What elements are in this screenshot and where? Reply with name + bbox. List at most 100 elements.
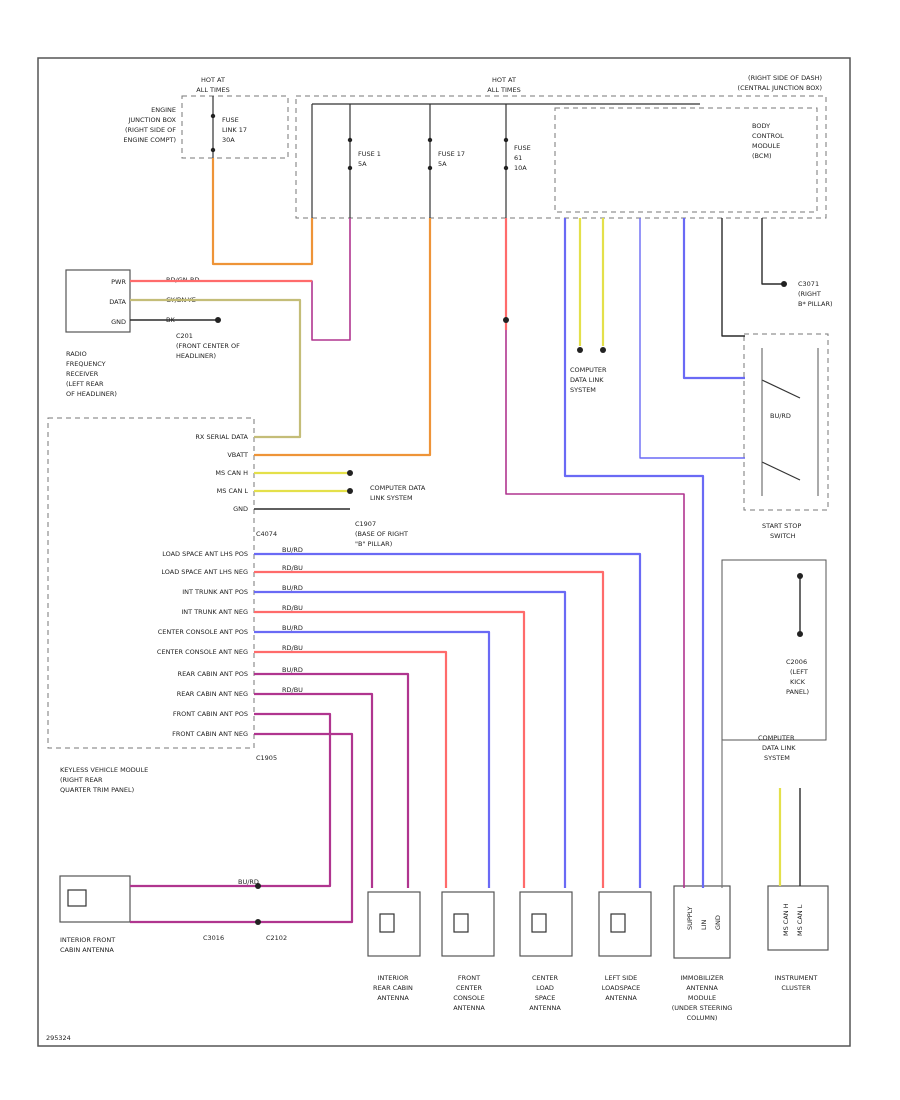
c2006-bot <box>797 631 803 637</box>
wire-front-cabin-neg <box>130 732 354 924</box>
c3071-desc1: (RIGHT <box>798 290 821 298</box>
rf-name-2: FREQUENCY <box>66 360 106 368</box>
ant-left-1: LEFT SIDE <box>605 974 638 982</box>
wire-kvm-ant-2 <box>254 590 567 888</box>
immob-pin-1: LIN <box>700 919 708 930</box>
fuse61-splice <box>503 317 509 323</box>
ant-load-2: LOAD <box>536 984 554 992</box>
start-stop-2: SWITCH <box>770 532 796 540</box>
wire-code-2: BU/RD <box>282 584 303 592</box>
diagram-frame <box>37 57 851 1047</box>
antenna-coil-rear <box>379 913 395 933</box>
kvm-pin-1: VBATT <box>227 451 248 459</box>
cdl-mid-a <box>577 347 583 353</box>
wire-code-3: RD/BU <box>282 604 303 612</box>
radio-frequency-receiver: PWR DATA GND RADIO FREQUENCY RECEIVER (L… <box>65 269 240 398</box>
wire-kvm-ant-4 <box>254 630 491 888</box>
ant-console-3: CONSOLE <box>453 994 485 1002</box>
connector-c4074: C4074 <box>256 530 277 538</box>
kvm-cdl-1: COMPUTER DATA <box>370 484 426 492</box>
immob-pin-2: GND <box>714 915 722 930</box>
fuse-link-line3: 30A <box>222 136 235 144</box>
engine-jb-line3: (RIGHT SIDE OF <box>125 126 176 134</box>
kvm-pin-10: CENTER CONSOLE ANT NEG <box>157 648 248 656</box>
connector-c2102: C2102 <box>266 934 287 942</box>
ic-1: INSTRUMENT <box>775 974 818 982</box>
start-stop-1: START STOP <box>762 522 801 530</box>
fuse-link-terminal-2 <box>210 147 216 153</box>
wire-kvm-ant-1 <box>254 570 605 888</box>
kvm-pin-9: CENTER CONSOLE ANT POS <box>158 628 248 636</box>
fuse61-num: 61 <box>514 154 522 162</box>
ant-rear-3: ANTENNA <box>377 994 409 1002</box>
ant-left-3: ANTENNA <box>605 994 637 1002</box>
kvm-pin-7: INT TRUNK ANT POS <box>182 588 248 596</box>
wire-rf-pwr <box>130 218 351 341</box>
immob-4: (UNDER STEERING <box>672 1004 733 1012</box>
splice-c3016-a <box>255 883 261 889</box>
bcm-outline <box>554 107 818 213</box>
wire-code-6: BU/RD <box>282 666 303 674</box>
c1907l-wire: BU/RD <box>238 878 259 886</box>
wire-code-4: BU/RD <box>282 624 303 632</box>
ic-pin-1: MS CAN L <box>796 904 804 936</box>
antenna-box-console <box>441 891 495 957</box>
hot-label-left-1: HOT AT <box>201 76 225 84</box>
antenna-box-load <box>519 891 573 957</box>
antenna-box-rear <box>367 891 421 957</box>
kvm-cdl-a <box>347 470 353 476</box>
kvm-pin-6: LOAD SPACE ANT LHS NEG <box>161 568 248 576</box>
cdl-mid-2: DATA LINK <box>570 376 604 384</box>
wire-code-1: RD/BU <box>282 564 303 572</box>
antenna-coil-left <box>610 913 626 933</box>
connector-c3016: C3016 <box>203 934 224 942</box>
immob-pin-0: SUPPLY <box>686 907 694 930</box>
wire-code-7: RD/BU <box>282 686 303 694</box>
kvm-pin-3: MS CAN L <box>217 487 249 495</box>
rear-jb-line1: (RIGHT SIDE OF DASH) <box>748 74 822 82</box>
wire-fuse-link <box>211 158 314 266</box>
bcm-line1: BODY <box>752 122 770 130</box>
kvm-name-1: KEYLESS VEHICLE MODULE <box>60 766 148 774</box>
c2006-label: C2006 <box>786 658 807 666</box>
figure-id: 295324 <box>46 1034 71 1042</box>
cdl-ic-1: COMPUTER <box>758 734 795 742</box>
immob-2: ANTENNA <box>686 984 718 992</box>
c2006-desc2: KICK <box>790 678 806 686</box>
wire-kvm-vbatt <box>254 218 432 457</box>
kvm-name-3: QUARTER TRIM PANEL) <box>60 786 134 794</box>
fuse-link-terminal <box>210 113 216 119</box>
c201-ground <box>215 317 221 323</box>
c201-desc1: (FRONT CENTER OF <box>176 342 240 350</box>
c2006-top <box>797 573 803 579</box>
hot-label-mid-2: ALL TIMES <box>487 86 520 94</box>
c1907-desc2: "B" PILLAR) <box>355 540 392 548</box>
ant-front-2: CABIN ANTENNA <box>60 946 114 954</box>
wire-bcm-gnd <box>721 218 745 337</box>
ant-load-1: CENTER <box>532 974 559 982</box>
c2006-frame <box>721 559 827 741</box>
engine-jb-line1: ENGINE <box>151 106 176 114</box>
central-junction-box: HOT AT ALL TIMES (RIGHT SIDE OF DASH) (C… <box>295 74 827 219</box>
immob-3: MODULE <box>688 994 716 1002</box>
cdl-ic-3: SYSTEM <box>764 754 790 762</box>
fuse1-label: FUSE 1 <box>358 150 381 158</box>
wire-kvm-ant-6 <box>254 672 410 888</box>
rf-name-1: RADIO <box>66 350 87 358</box>
c2006-desc1: (LEFT <box>790 668 808 676</box>
wires <box>130 158 803 925</box>
immob-5: COLUMN) <box>687 1014 718 1022</box>
kvm-pin-4: GND <box>233 505 248 513</box>
c3071-label: C3071 <box>798 280 819 288</box>
connector-c1905: C1905 <box>256 754 277 762</box>
wire-code-5: RD/BU <box>282 644 303 652</box>
engine-jb-line2: JUNCTION BOX <box>127 116 176 124</box>
splice-c3016-b <box>255 919 261 925</box>
c201-label: C201 <box>176 332 193 340</box>
c3071-desc2: B* PILLAR) <box>798 300 833 308</box>
rf-name-4: (LEFT REAR <box>66 380 104 388</box>
wire-bcm-ss <box>682 218 745 380</box>
hot-label-mid-1: HOT AT <box>492 76 516 84</box>
